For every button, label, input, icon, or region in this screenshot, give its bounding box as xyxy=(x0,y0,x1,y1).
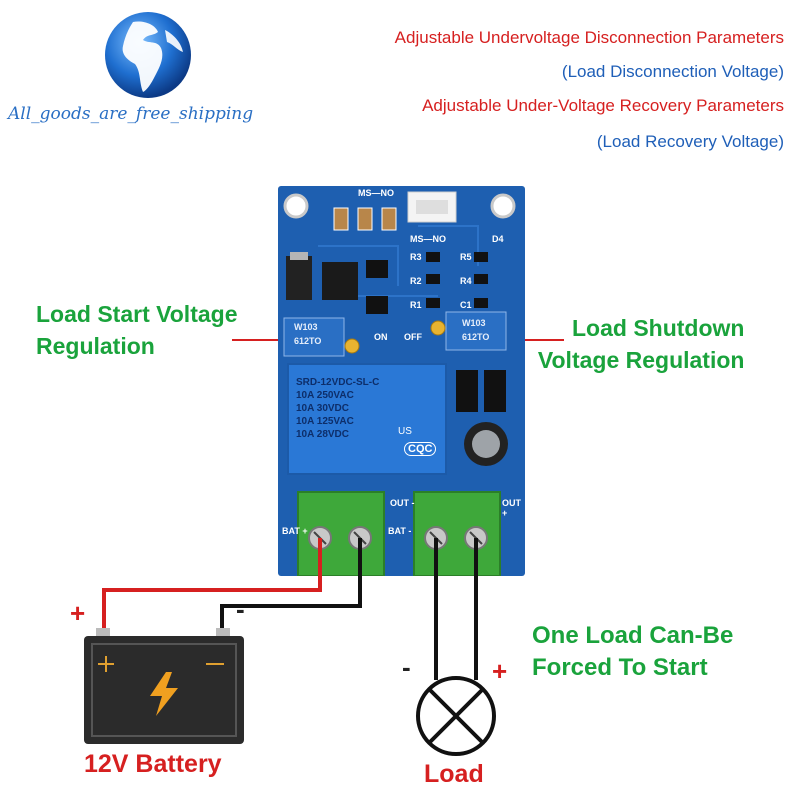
label-out-plus: OUT + xyxy=(502,498,521,518)
relay-text: SRD-12VDC-SL-C 10A 250VAC 10A 30VDC 10A … xyxy=(296,376,442,441)
pot-left-code: 612TO xyxy=(294,336,322,346)
battery-minus-sign: - xyxy=(236,594,245,624)
label-bat-plus: BAT + xyxy=(282,526,308,536)
pot-left-label: W103 xyxy=(294,322,318,332)
relay-us-mark: US xyxy=(398,426,412,437)
globe-icon xyxy=(105,12,191,98)
callout-load-start: Load Start Voltage Regulation xyxy=(36,298,238,362)
callout-force-start-line1: One Load Can-Be xyxy=(532,622,734,649)
label-bat-minus: BAT - xyxy=(388,526,412,536)
globe-logo xyxy=(103,10,193,100)
callout-load-shutdown-line1: Load Shutdown xyxy=(572,315,745,341)
relay-model: SRD-12VDC-SL-C xyxy=(296,377,380,388)
relay-rating-4: 10A 28VDC xyxy=(296,429,349,440)
label-on: ON xyxy=(374,332,388,342)
label-r5: R5 xyxy=(460,252,472,262)
callout-force-start: One Load Can-Be Forced To Start xyxy=(532,620,733,684)
pot-right-label: W103 xyxy=(462,318,486,328)
jumper-label-mid: MS—NO xyxy=(410,234,446,244)
label-r1: R1 xyxy=(410,300,422,310)
relay-cqc-mark: CQC xyxy=(404,442,437,456)
callout-load-shutdown-line2: Voltage Regulation xyxy=(537,347,745,373)
battery xyxy=(84,626,244,744)
label-out-minus: OUT - xyxy=(390,498,415,508)
label-d4: D4 xyxy=(492,234,504,244)
label-c1: C1 xyxy=(460,300,472,310)
lamp-icon xyxy=(414,674,498,758)
relay-rating-1: 10A 250VAC xyxy=(296,390,354,401)
load-label: Load xyxy=(424,760,484,788)
load-minus-sign: - xyxy=(402,652,411,682)
header-line-4: (Load Recovery Voltage) xyxy=(596,132,784,151)
callout-load-shutdown: Load Shutdown Voltage Regulation xyxy=(532,312,745,376)
pcb-traces xyxy=(283,191,516,576)
relay-rating-2: 10A 30VDC xyxy=(296,403,349,414)
pcb-board: MS—NO MS—NO R3 R2 R1 R5 R4 C1 D4 ON OFF … xyxy=(278,186,525,576)
callout-load-start-line2: Regulation xyxy=(36,333,155,359)
jumper-label-top: MS—NO xyxy=(358,188,394,198)
load-plus-sign: + xyxy=(492,656,508,686)
label-r2: R2 xyxy=(410,276,422,286)
watermark-text: All_goods_are_free_shipping xyxy=(8,104,254,124)
battery-label: 12V Battery xyxy=(84,750,222,778)
label-r3: R3 xyxy=(410,252,422,262)
relay-rating-3: 10A 125VAC xyxy=(296,416,354,427)
header-line-2: (Load Disconnection Voltage) xyxy=(561,62,784,81)
header-line-1: Adjustable Undervoltage Disconnection Pa… xyxy=(394,28,784,47)
callout-force-start-line2: Forced To Start xyxy=(532,654,708,681)
pot-right-code: 612TO xyxy=(462,332,490,342)
label-r4: R4 xyxy=(460,276,472,286)
battery-bolt-icon xyxy=(146,672,182,721)
callout-load-start-line1: Load Start Voltage xyxy=(36,301,238,327)
battery-plus-sign: + xyxy=(70,598,86,628)
label-off: OFF xyxy=(404,332,422,342)
header-line-3: Adjustable Under-Voltage Recovery Parame… xyxy=(422,96,784,115)
